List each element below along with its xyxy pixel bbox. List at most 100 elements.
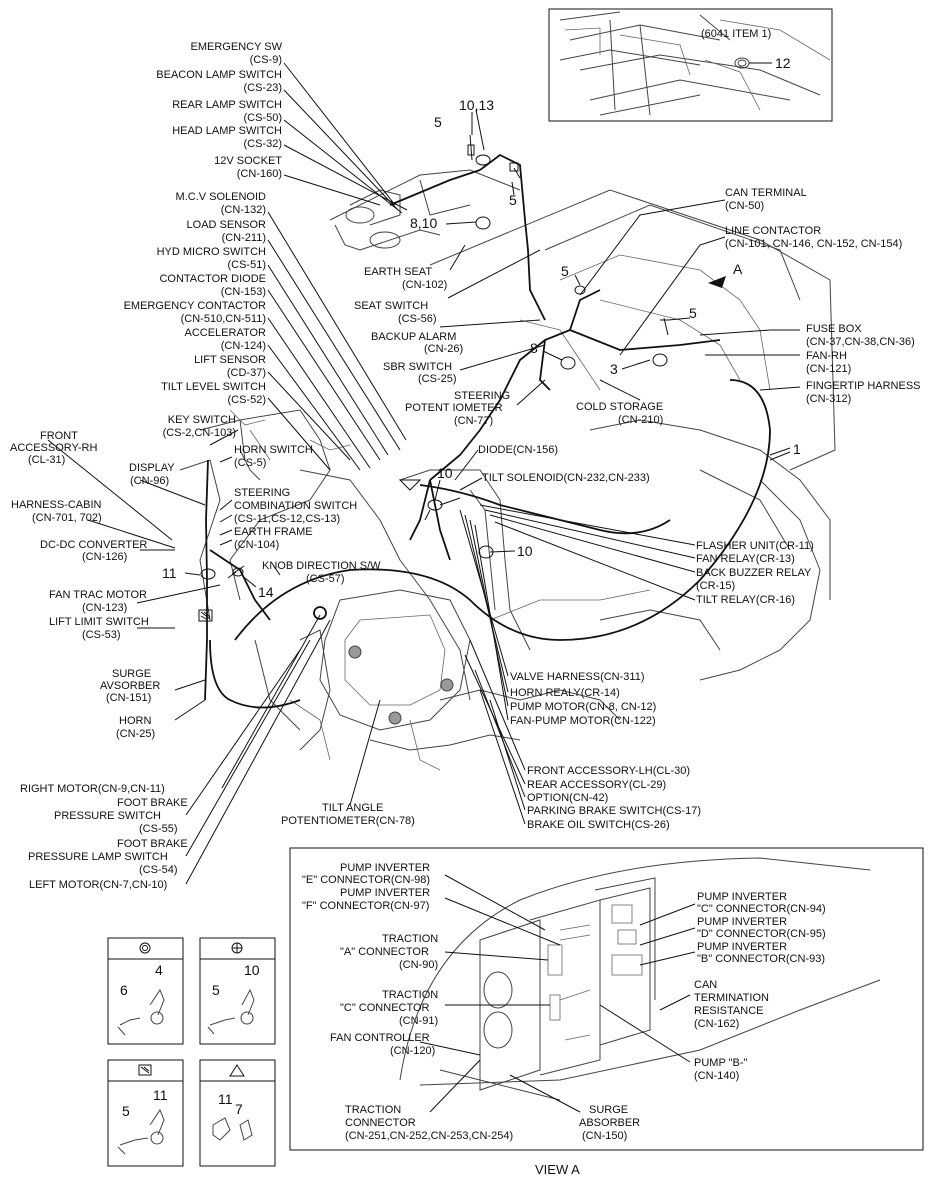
label: FAN-RH [806,350,847,362]
callout-numbers: 10,13 5 5 8,10 5 5 8 3 1 10 10 11 14 A [162,97,801,600]
label: (CN-153) [221,286,266,298]
label: CONNECTOR [345,1117,416,1129]
label: (CS-32) [243,138,282,150]
circle-open-icon [139,942,151,954]
label: EMERGENCY SW [191,41,283,53]
labels-mid: HORN SWITCH (CS-5) STEERING COMBINATION … [234,266,650,585]
callout: 3 [610,361,618,377]
wire-harness [204,153,771,709]
label: (CN-211) [222,232,266,244]
label: KNOB DIRECTION S/W [262,560,381,572]
label: CAN [694,979,717,991]
label: RESISTANCE [694,1005,763,1017]
callout: 10 [517,543,533,559]
inset-detail: (6041 ITEM 1) 12 [548,8,833,122]
label: SBR SWITCH [383,361,452,373]
label: BACKUP ALARM [371,331,456,343]
label: (CN-37,CN-38,CN-36) [806,336,915,348]
label: DISPLAY [129,462,175,474]
label: TRACTION [382,989,438,1001]
label: PUMP MOTOR(CN-8, CN-12) [510,701,656,713]
label: FAN TRAC MOTOR [49,589,147,601]
label: FOOT BRAKE [117,797,188,809]
labels-bottom-left: RIGHT MOTOR(CN-9,CN-11) FOOT BRAKE PRESS… [20,783,415,891]
label: (CS-50) [243,112,282,124]
label: (CS-5) [234,457,266,469]
label: SURGE [589,1104,628,1116]
label: CONTACTOR DIODE [159,273,266,285]
callout: 8 [530,340,538,356]
label: VALVE HARNESS(CN-311) [510,671,644,683]
label: STEERING [234,487,290,499]
callout: 11 [162,565,177,581]
label: "A" CONNECTOR [340,946,429,958]
callout: 5 [509,192,517,208]
label: "C" CONNECTOR(CN-94) [697,903,826,915]
label: LIFT LIMIT SWITCH [49,616,149,628]
label: TRACTION [382,933,438,945]
callout: 5 [434,114,442,130]
label: DIODE(CN-156) [478,444,558,456]
labels-far-left: FRONT ACCESSORY-RH (CL-31) DISPLAY (CN-9… [10,430,175,740]
label: FINGERTIP HARNESS [806,380,921,392]
label: (CS-2,CN-103) [163,427,236,439]
label: FUSE BOX [806,323,862,335]
label: (CN-312) [806,393,851,405]
label: ABSORBER [579,1117,640,1129]
label: (CD-37) [227,367,266,379]
label: LEFT MOTOR(CN-7,CN-10) [29,879,167,891]
legend-b: 10 [244,962,260,978]
label: REAR LAMP SWITCH [172,99,282,111]
label: (CN-160) [237,168,282,180]
label: BEACON LAMP SWITCH [156,69,282,81]
label: SEAT SWITCH [354,300,428,312]
label: REAR ACCESSORY(CL-29) [527,779,666,791]
callout: 14 [258,584,274,600]
label: LOAD SENSOR [187,219,267,231]
label: (CN-132) [221,204,266,216]
label: (CS-55) [139,823,178,835]
label: PUMP INVERTER [340,887,430,899]
label: EARTH FRAME [234,526,313,538]
label: (CS-25) [418,373,457,385]
callout: 1 [793,441,801,457]
label: ACCELERATOR [184,327,266,339]
label: PUMP INVERTER [697,891,787,903]
label: TILT RELAY(CR-16) [696,594,795,606]
labels-right: CAN TERMINAL (CN-50) LINE CONTACTOR (CN-… [510,187,921,831]
label: TERMINATION [694,992,769,1004]
label: (CN-101, CN-146, CN-152, CN-154) [725,238,902,250]
label: KEY SWITCH [168,414,236,426]
label: PUMP "B-" [694,1057,748,1069]
label: (CS-54) [139,864,178,876]
label: (CS-57) [306,573,345,585]
inset-item-number: 12 [775,55,791,71]
label: (CS-11,CS-12,CS-13) [234,513,340,525]
label: TRACTION [345,1104,401,1116]
label: (CS-51) [227,259,266,271]
label: (CN-104) [234,539,279,551]
legend-a: 5 [122,1103,130,1119]
leader-lines [47,62,801,885]
label: FAN CONTROLLER [330,1032,430,1044]
label: OPTION(CN-42) [527,792,608,804]
label: (CS-52) [227,394,266,406]
label: (CN-96) [130,475,169,487]
label: DC-DC CONVERTER [40,539,147,551]
label: (CN-121) [806,363,851,375]
labels-top-left: EMERGENCY SW (CS-9) BEACON LAMP SWITCH (… [124,41,283,439]
legend-b: 11 [153,1087,168,1103]
label: POTENTIOMETER(CN-78) [281,815,415,827]
label: COMBINATION SWITCH [234,500,357,512]
triangle-dotted-icon [229,1064,245,1077]
callout: A [733,261,743,277]
label: FAN-PUMP MOTOR(CN-122) [510,715,656,727]
label: SURGE [112,668,151,680]
label: AVSORBER [100,680,160,692]
label: (CS-23) [243,82,282,94]
label: PRESSURE SWITCH [54,810,161,822]
label: PARKING BRAKE SWITCH(CS-17) [527,805,701,817]
callout: 10 [437,465,453,481]
label: "D" CONNECTOR(CN-95) [697,928,826,940]
